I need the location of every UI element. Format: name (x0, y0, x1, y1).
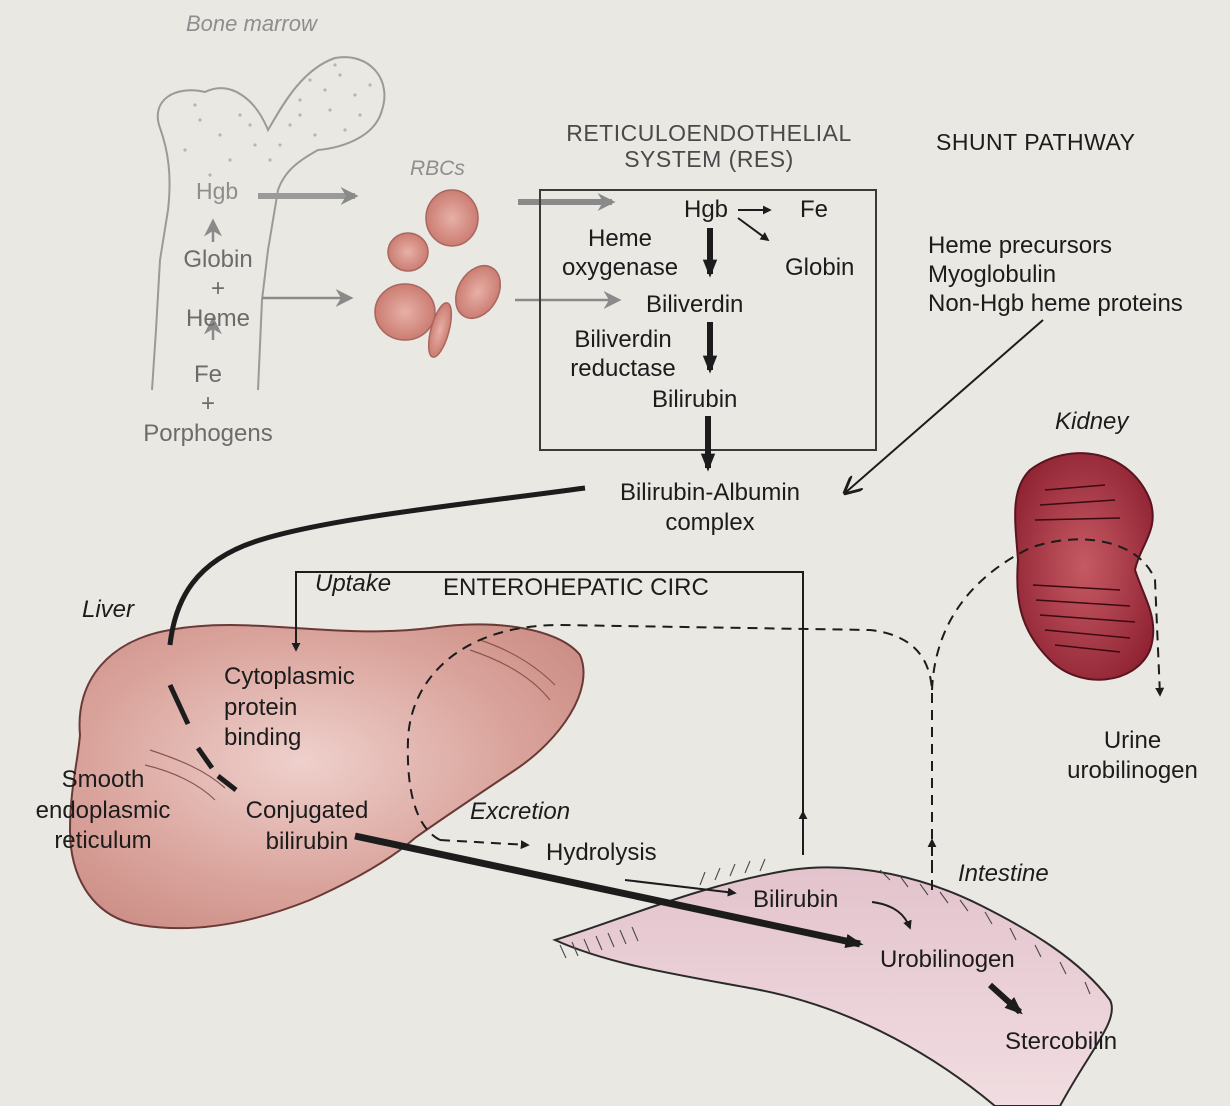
excretion-label: Excretion (470, 800, 570, 824)
urobilinogen-label: Urobilinogen (880, 948, 1015, 972)
bone-marrow-illustration (152, 57, 384, 390)
bone-marrow-label: Bone marrow (186, 13, 317, 35)
shunt-arrow (845, 320, 1043, 493)
uptake-label: Uptake (315, 572, 391, 596)
res-fe-label: Fe (800, 198, 828, 222)
conjugated-bilirubin-label: Conjugated bilirubin (222, 796, 392, 857)
res-globin-label: Globin (785, 256, 854, 280)
res-arrows (708, 210, 770, 468)
rbcs-label: RBCs (410, 158, 465, 179)
hydrolysis-label: Hydrolysis (546, 841, 657, 865)
res-hgb-label: Hgb (684, 198, 728, 222)
biliverdin-label: Biliverdin (646, 293, 743, 317)
kidney-label: Kidney (1055, 410, 1128, 434)
albumin-to-liver-line (170, 488, 585, 645)
globin-heme-label: Globin + Heme (172, 245, 264, 333)
bilirubin-albumin-label: Bilirubin-Albumin complex (590, 478, 830, 538)
urine-urobilinogen-label: Urine urobilinogen (1050, 726, 1215, 786)
enterohepatic-label: ENTEROHEPATIC CIRC (443, 576, 709, 600)
intestine-label: Intestine (958, 862, 1049, 886)
heme-oxygenase-label: Heme oxygenase (545, 224, 695, 283)
shunt-pathway-items: Heme precursors Myoglobulin Non-Hgb heme… (928, 232, 1183, 318)
biliverdin-reductase-label: Biliverdin reductase (553, 325, 693, 384)
stercobilin-label: Stercobilin (1005, 1030, 1117, 1054)
rbc-cells-illustration (375, 190, 509, 359)
marrow-hgb-label: Hgb (196, 180, 238, 203)
res-bilirubin-label: Bilirubin (652, 388, 737, 412)
res-title: RETICULOENDOTHELIAL SYSTEM (RES) (538, 120, 880, 173)
liver-label: Liver (82, 598, 134, 622)
cytoplasmic-binding-label: Cytoplasmic protein binding (224, 662, 355, 754)
fe-porphogens-label: Fe + Porphogens (118, 360, 298, 448)
intestine-bilirubin-label: Bilirubin (753, 888, 838, 912)
shunt-pathway-title: SHUNT PATHWAY (936, 131, 1135, 154)
smooth-er-label: Smooth endoplasmic reticulum (8, 765, 198, 857)
